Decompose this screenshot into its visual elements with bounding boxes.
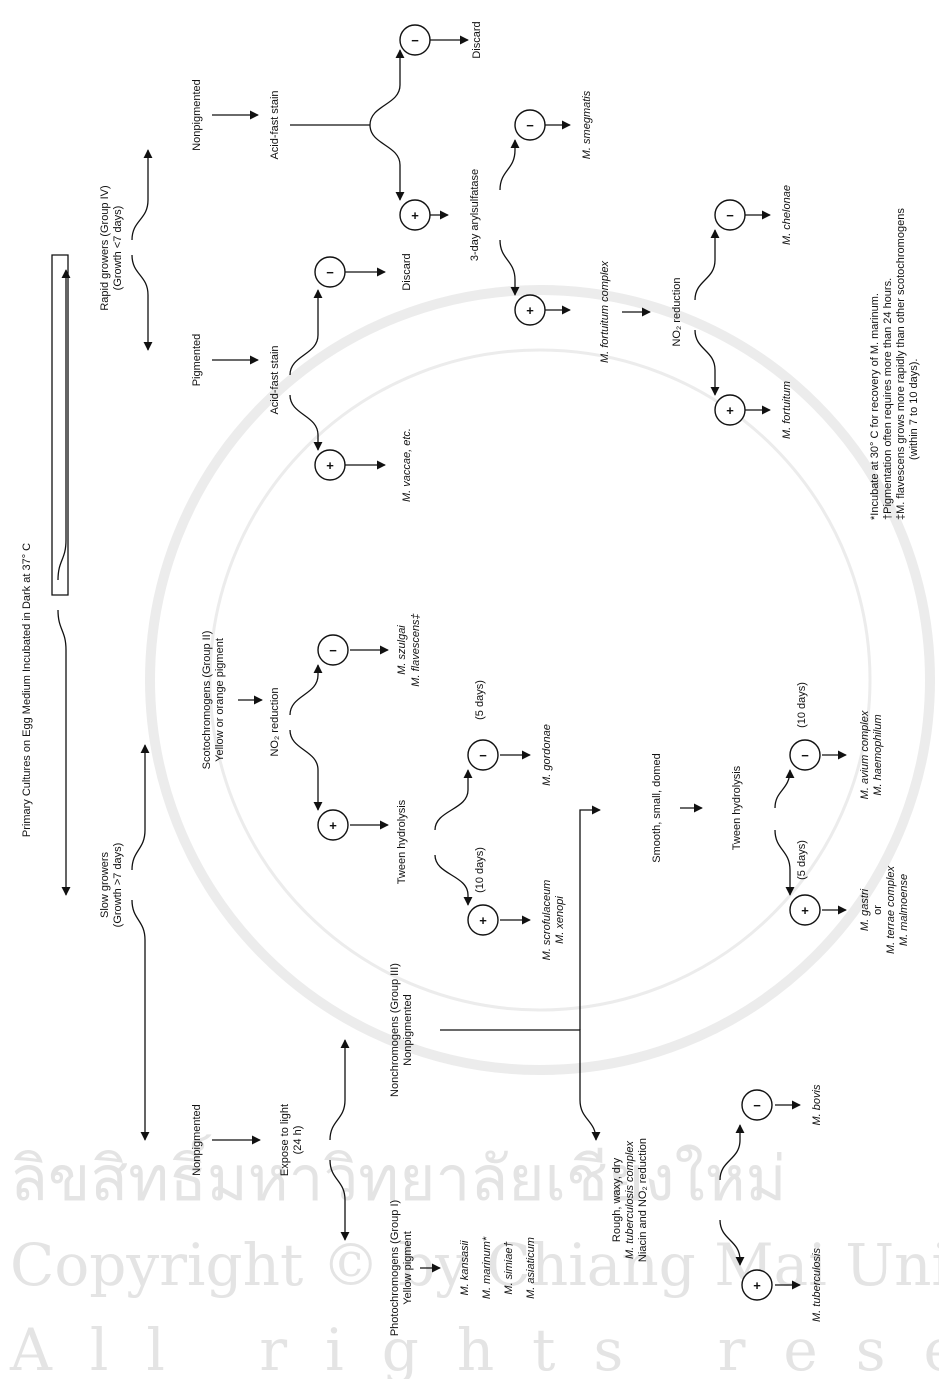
species-terrae: M. terrae complex [885, 865, 897, 954]
node-no2-reduction-rapid: NO₂ reduction [671, 277, 683, 346]
species-haemophilum: M. haemophilum [872, 714, 884, 795]
plus-circle: + [315, 450, 345, 480]
node-slow-nonpigmented: Nonpigmented [191, 1104, 203, 1176]
plus-circle: + [400, 200, 430, 230]
node-niacin-no2: Niacin and NO₂ reduction [637, 1138, 649, 1262]
svg-text:+: + [801, 903, 809, 918]
minus-circle: − [400, 25, 430, 55]
species-tuberculosis: M. tuberculosis [811, 1248, 823, 1322]
svg-text:−: − [801, 748, 809, 763]
svg-text:−: − [526, 118, 534, 133]
svg-text:−: − [726, 208, 734, 223]
minus-circle: − [742, 1090, 772, 1120]
species-simiae: M. simiae† [503, 1241, 515, 1294]
svg-text:+: + [726, 403, 734, 418]
species-szulgai: M. szulgai [396, 625, 408, 675]
footnote-3: ‡M. flavescens grows more rapidly than o… [895, 208, 907, 520]
svg-text:+: + [753, 1278, 761, 1293]
node-no2-reduction: NO₂ reduction [269, 687, 281, 756]
svg-text:−: − [479, 748, 487, 763]
svg-text:+: + [411, 208, 419, 223]
node-discard-1: Discard [401, 253, 413, 290]
species-flavescens: M. flavescens‡ [410, 613, 422, 686]
species-asiaticum: M. asiaticum [525, 1237, 537, 1299]
node-tween-hydrolysis-1: Tween hydrolysis [396, 799, 408, 884]
svg-text:+: + [329, 818, 337, 833]
node-rapid-growers: Rapid growers (Group IV) [99, 185, 111, 310]
minus-circle: − [315, 257, 345, 287]
minus-circle: − [468, 740, 498, 770]
minus-circle: − [790, 740, 820, 770]
node-photochromogens-sub: Yellow pigment [402, 1231, 414, 1305]
minus-circle: − [715, 200, 745, 230]
node-smooth-small-domed: Smooth, small, domed [651, 753, 663, 862]
watermark: ลิขสิทธิ์มหาวิทยาลัยเชียงใหม่ Copyright … [9, 290, 939, 1379]
plus-circle: + [318, 810, 348, 840]
plus-circle: + [515, 295, 545, 325]
node-fortuitum-complex: M. fortuitum complex [599, 260, 611, 363]
svg-text:−: − [753, 1098, 761, 1113]
node-scotochromogens-sub: Yellow or orange pigment [214, 638, 226, 762]
species-kansasii: M. kansasii [459, 1240, 471, 1296]
footnote-4: (within 7 to 10 days). [908, 359, 920, 461]
label-10-days-b: (10 days) [796, 682, 808, 728]
node-tb-complex: M. tuberculosis complex [624, 1141, 636, 1259]
label-5-days: (5 days) [474, 680, 486, 720]
node-nonchromogens: Nonchromogens (Group III) [389, 963, 401, 1097]
node-arylsulfatase: 3-day arylsulfatase [469, 169, 481, 261]
species-gastri: M. gastri [859, 888, 871, 931]
svg-text:+: + [479, 913, 487, 928]
species-smegmatis: M. smegmatis [581, 90, 593, 159]
node-expose-light: Expose to light [279, 1104, 291, 1176]
node-pigmented: Pigmented [191, 334, 203, 387]
watermark-copyright: Copyright © by Chiang Mai University [10, 1231, 939, 1299]
svg-text:−: − [411, 33, 419, 48]
svg-text:+: + [526, 303, 534, 318]
species-gordonae: M. gordonae [541, 724, 553, 786]
node-nonchromogens-sub: Nonpigmented [402, 994, 414, 1066]
diagram-title: Primary Cultures on Egg Medium Incubated… [21, 543, 33, 837]
footnotes: *Incubate at 30° C for recovery of M. ma… [869, 208, 920, 520]
species-xenopi: M. xenopi [554, 896, 566, 944]
node-discard-2: Discard [471, 21, 483, 58]
decision-circles: − + − + + − + − + − + − − + − + [315, 25, 820, 1300]
node-acid-fast-stain-1: Acid-fast stain [269, 345, 281, 414]
species-marinum: M. marinum* [481, 1236, 493, 1299]
node-slow-growers-sub: (Growth >7 days) [112, 843, 124, 928]
label-or: or [872, 905, 884, 915]
plus-circle: + [790, 895, 820, 925]
species-chelonae: M. chelonae [781, 185, 793, 245]
minus-circle: − [515, 110, 545, 140]
node-photochromogens: Photochromogens (Group I) [389, 1200, 401, 1336]
species-avium: M. avium complex [859, 710, 871, 799]
node-scotochromogens: Scotochromogens (Group II) [201, 631, 213, 770]
node-acid-fast-stain-2: Acid-fast stain [269, 90, 281, 159]
node-expose-light-sub: (24 h) [292, 1126, 304, 1155]
watermark-rights: All rights reserved [9, 1316, 939, 1379]
species-scrofulaceum: M. scrofulaceum [541, 880, 553, 961]
species-bovis: M. bovis [811, 1084, 823, 1125]
minus-circle: − [318, 635, 348, 665]
svg-text:+: + [326, 458, 334, 473]
node-rapid-nonpigmented: Nonpigmented [191, 79, 203, 151]
svg-text:−: − [326, 265, 334, 280]
plus-circle: + [742, 1270, 772, 1300]
svg-text:−: − [329, 643, 337, 658]
node-rough-waxy-dry: Rough, waxy, dry [611, 1157, 623, 1242]
label-5-days-b: (5 days) [796, 840, 808, 880]
label-10-days: (10 days) [474, 847, 486, 893]
plus-circle: + [715, 395, 745, 425]
footnote-2: †Pigmentation often requires more than 2… [882, 278, 894, 520]
node-tween-hydrolysis-2: Tween hydrolysis [731, 765, 743, 850]
species-vaccae: M. vaccae, etc. [401, 428, 413, 502]
plus-circle: + [468, 905, 498, 935]
species-malmoense: M. malmoense [898, 874, 910, 946]
node-rapid-growers-sub: (Growth <7 days) [112, 206, 124, 291]
species-fortuitum: M. fortuitum [781, 381, 793, 439]
node-slow-growers: Slow growers [99, 851, 111, 918]
footnote-1: *Incubate at 30° C for recovery of M. ma… [869, 293, 881, 520]
